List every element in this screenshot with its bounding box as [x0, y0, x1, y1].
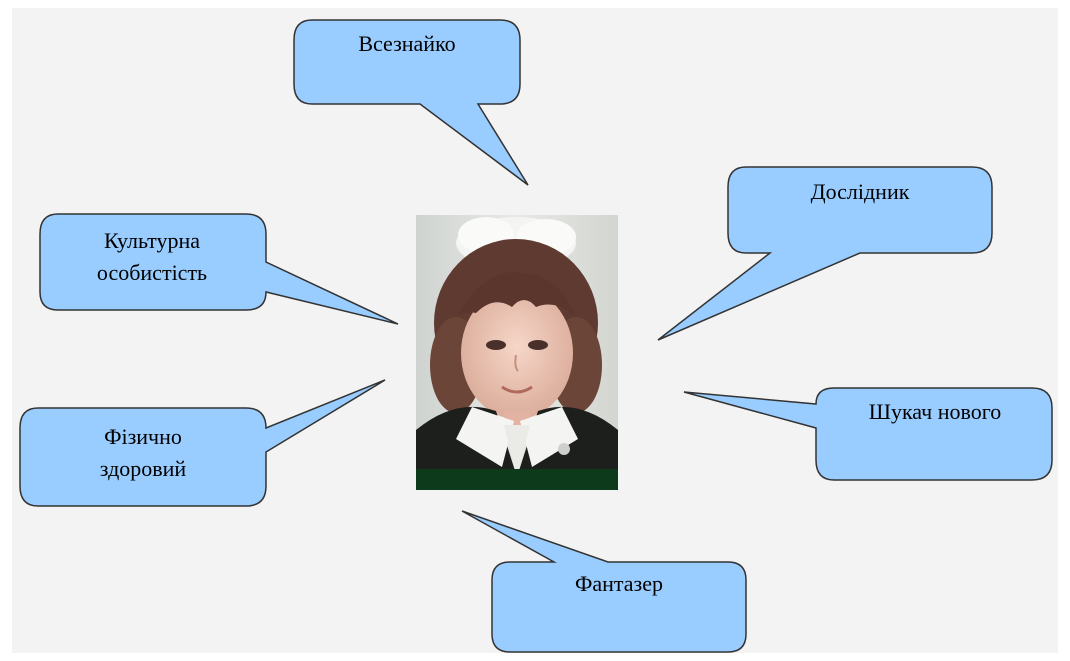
callout-bubble-vseznaiko	[293, 19, 529, 186]
portrait-photo	[416, 215, 618, 490]
label-fantazer: Фантазер	[574, 571, 664, 596]
callout-bubble-doslidnyk	[657, 166, 993, 341]
callout-bubble-fizychno	[19, 379, 386, 507]
label-kulturna: Культурна особистість	[96, 228, 208, 285]
label-fizychno: Фізично здоровий	[99, 424, 187, 481]
portrait-image	[416, 215, 618, 490]
callout-bubble-shukach	[683, 387, 1053, 481]
label-vseznaiko: Всезнайко	[358, 31, 456, 56]
label-doslidnyk: Дослідник	[810, 179, 910, 204]
callout-bubble-fantazer	[461, 510, 747, 653]
label-shukach: Шукач нового	[868, 399, 1002, 424]
callout-bubble-kulturna	[39, 213, 399, 325]
